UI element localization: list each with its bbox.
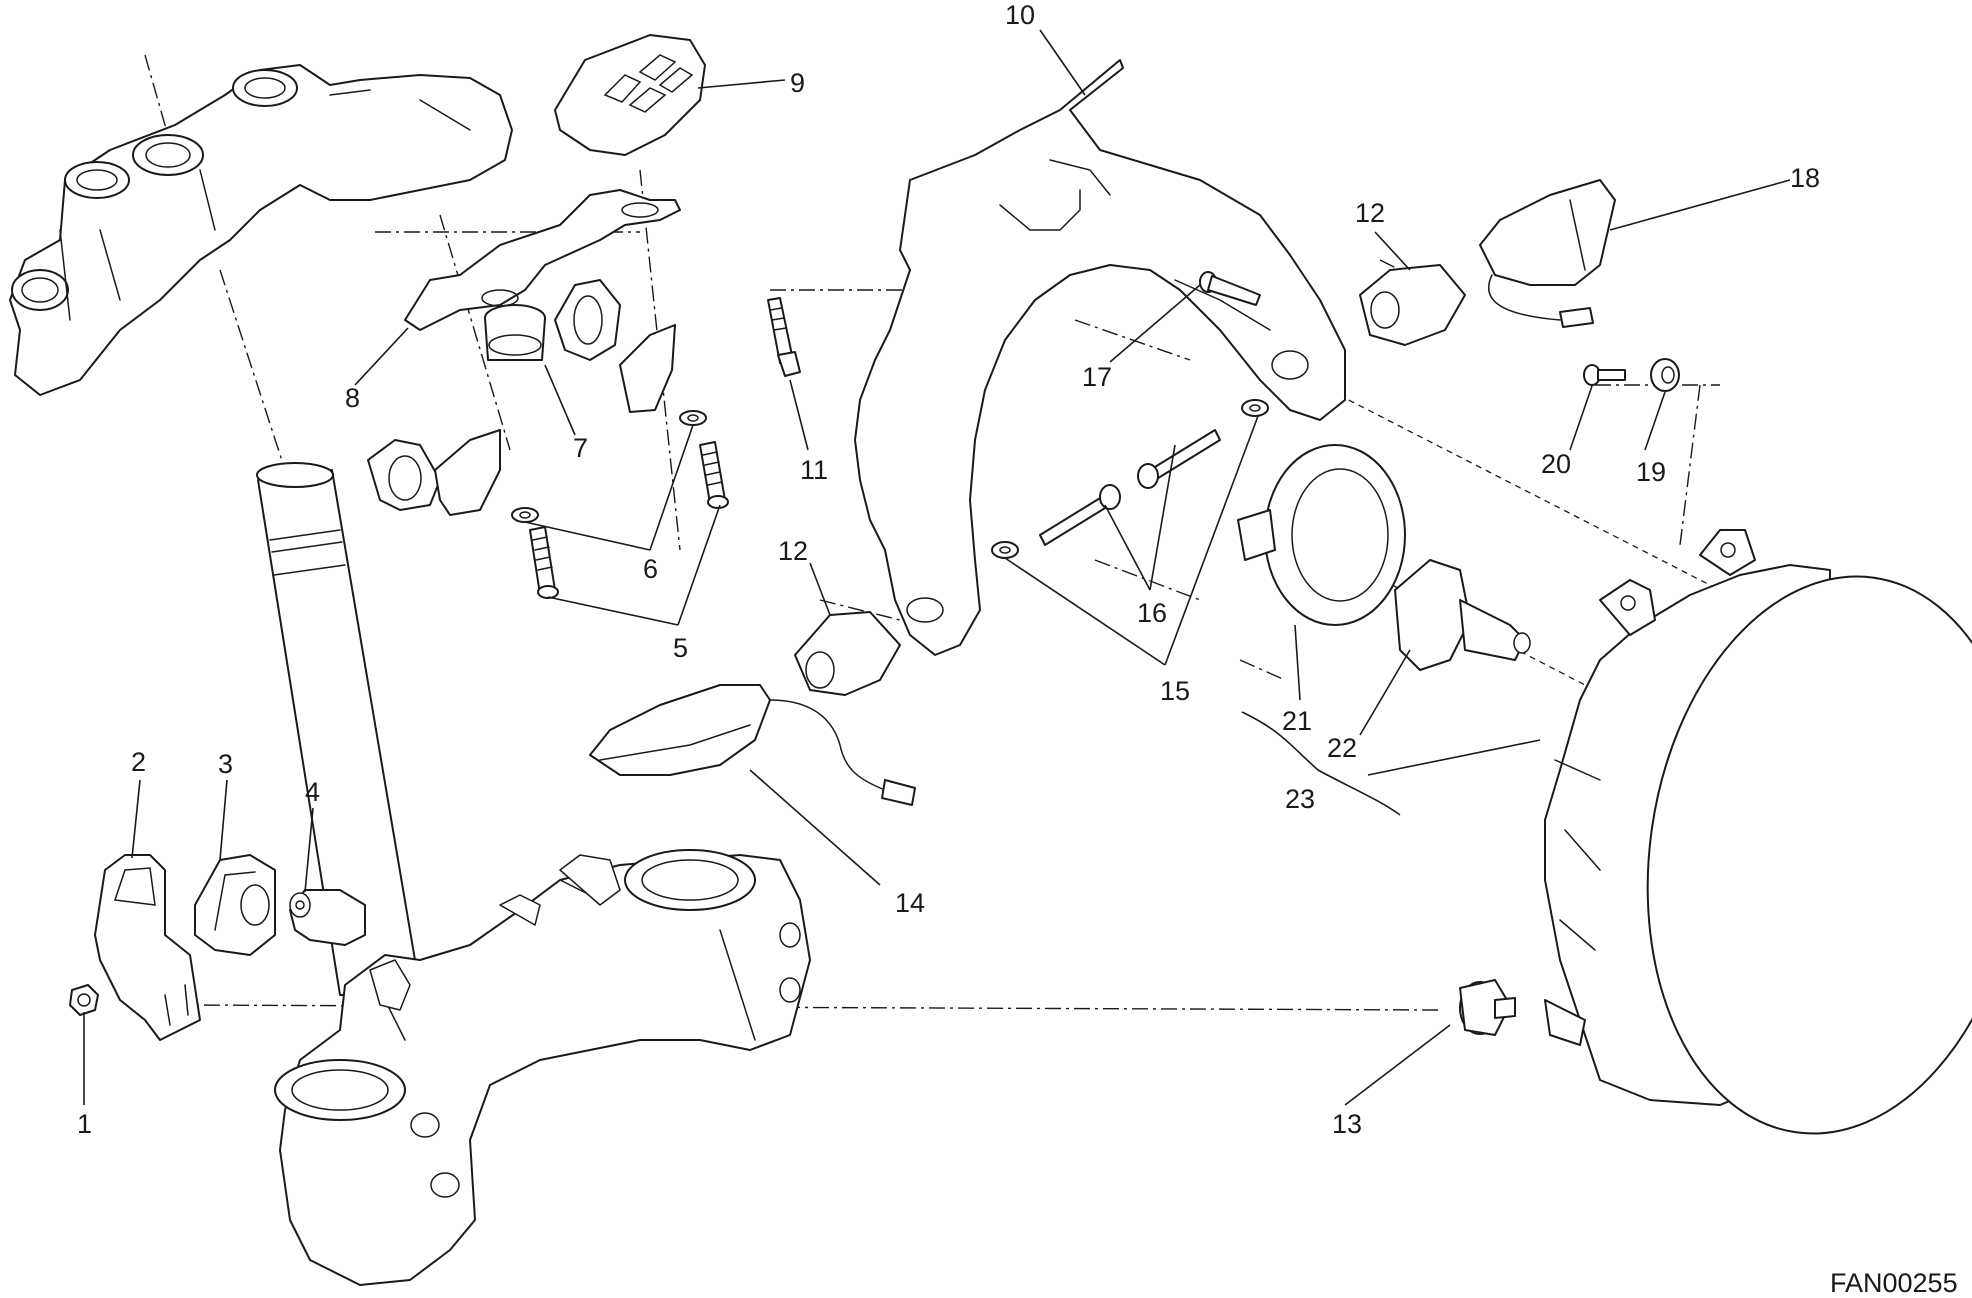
part-13-buffer bbox=[1459, 979, 1516, 1036]
callout-9: 9 bbox=[790, 68, 805, 98]
part-1-nut bbox=[69, 984, 99, 1016]
callout-5: 5 bbox=[673, 633, 688, 663]
part-9-cover bbox=[554, 34, 706, 156]
callout-12-left: 12 bbox=[778, 536, 808, 566]
part-5-screw-right bbox=[699, 441, 729, 509]
part-15-washer-upper bbox=[1241, 399, 1269, 417]
callout-12-right: 12 bbox=[1355, 198, 1385, 228]
callout-3: 3 bbox=[218, 749, 233, 779]
part-4-connector bbox=[289, 889, 366, 946]
part-15-washer-lower bbox=[991, 541, 1019, 559]
callout-16: 16 bbox=[1137, 598, 1167, 628]
part-3-grommet bbox=[194, 854, 276, 956]
callout-22: 22 bbox=[1327, 733, 1357, 763]
part-12-indicator-housing-left bbox=[794, 611, 901, 696]
callout-14: 14 bbox=[895, 888, 925, 918]
callout-21: 21 bbox=[1282, 706, 1312, 736]
part-2-bracket bbox=[94, 854, 201, 1041]
part-10-headlight-shroud bbox=[854, 59, 1346, 656]
callout-18: 18 bbox=[1790, 163, 1820, 193]
part-6-washer-left bbox=[511, 507, 539, 523]
callout-13: 13 bbox=[1332, 1109, 1362, 1139]
part-22-bulb bbox=[1394, 559, 1531, 671]
lower-triple-clamp bbox=[274, 849, 811, 1286]
part-7-grommet bbox=[484, 304, 546, 361]
callout-10: 10 bbox=[1005, 0, 1035, 30]
upper-triple-clamp bbox=[9, 64, 513, 396]
drawing-code: FAN00255 bbox=[1830, 1268, 1958, 1298]
part-11-stud bbox=[767, 297, 801, 377]
callout-23: 23 bbox=[1285, 784, 1315, 814]
part-14-indicator-left bbox=[589, 684, 916, 806]
callout-2: 2 bbox=[131, 747, 146, 777]
rubber-mount-right bbox=[554, 279, 676, 413]
part-6-washer-right bbox=[679, 410, 707, 426]
bracket-23 bbox=[1241, 711, 1401, 816]
part-20-screw bbox=[1583, 364, 1626, 386]
callout-15: 15 bbox=[1160, 676, 1190, 706]
part-5-screw-left bbox=[529, 526, 559, 599]
callout-19: 19 bbox=[1636, 457, 1666, 487]
part-8-mount-plate bbox=[404, 189, 681, 331]
callout-6: 6 bbox=[643, 554, 658, 584]
callout-1: 1 bbox=[77, 1109, 92, 1139]
part-12-indicator-housing-right bbox=[1359, 264, 1466, 346]
part-21-bulb-holder bbox=[1237, 444, 1406, 626]
part-17-screw bbox=[1199, 271, 1261, 306]
part-16-screw-lower bbox=[1039, 484, 1121, 546]
part-23-headlight bbox=[1544, 529, 1972, 1135]
part-18-indicator-right bbox=[1479, 179, 1616, 328]
callout-7: 7 bbox=[573, 433, 588, 463]
part-16-screw-upper bbox=[1137, 429, 1221, 489]
steering-stem bbox=[256, 462, 416, 996]
rubber-mount-left bbox=[367, 429, 501, 516]
part-19-washer bbox=[1650, 358, 1680, 392]
callout-8: 8 bbox=[345, 383, 360, 413]
callout-20: 20 bbox=[1541, 449, 1571, 479]
callout-4: 4 bbox=[305, 777, 320, 807]
callout-17: 17 bbox=[1082, 362, 1112, 392]
callout-labels: 1 2 3 4 5 6 7 8 9 10 11 12 12 13 14 15 1… bbox=[77, 0, 1820, 1139]
callout-11: 11 bbox=[800, 455, 828, 485]
leader-lines bbox=[83, 29, 1791, 1106]
